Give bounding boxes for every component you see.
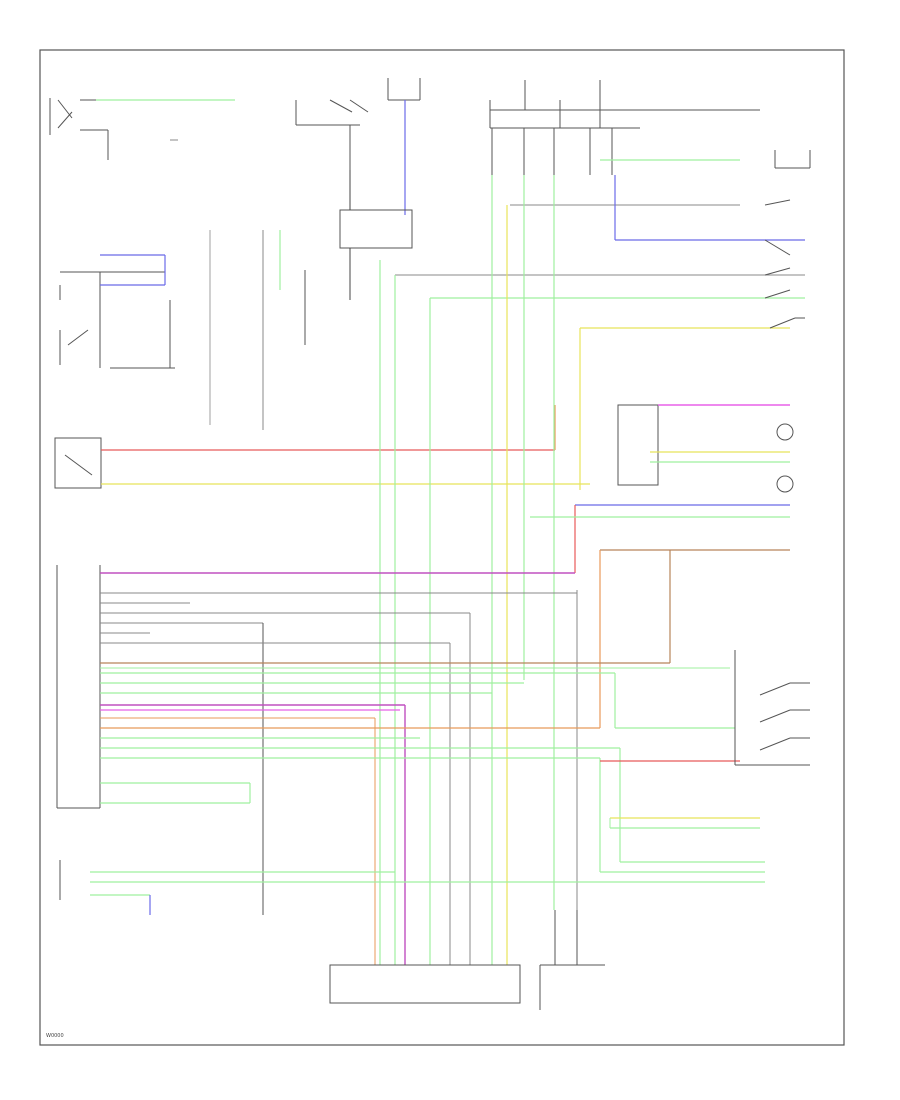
- actuator-box: [617, 404, 659, 486]
- cruise-control-ecu-connector: [56, 565, 101, 809]
- inhibitor-switch: [49, 98, 109, 160]
- lamp: [776, 423, 794, 441]
- cruise-control-unit: [329, 964, 521, 1004]
- relay-box: [339, 209, 413, 249]
- cruise-control-switch-pad: [734, 650, 810, 766]
- left-relays: [59, 271, 175, 369]
- page-code: W0000: [46, 1033, 64, 1039]
- lamp: [776, 475, 794, 493]
- diagram-border: [39, 49, 845, 1046]
- ignition-switch: [295, 78, 421, 170]
- clutch-switch: [54, 437, 102, 489]
- right-switches: [764, 199, 805, 329]
- transmission-control-unit: [539, 964, 605, 1010]
- combination-meter: [774, 150, 811, 169]
- fuse-block: [489, 80, 760, 129]
